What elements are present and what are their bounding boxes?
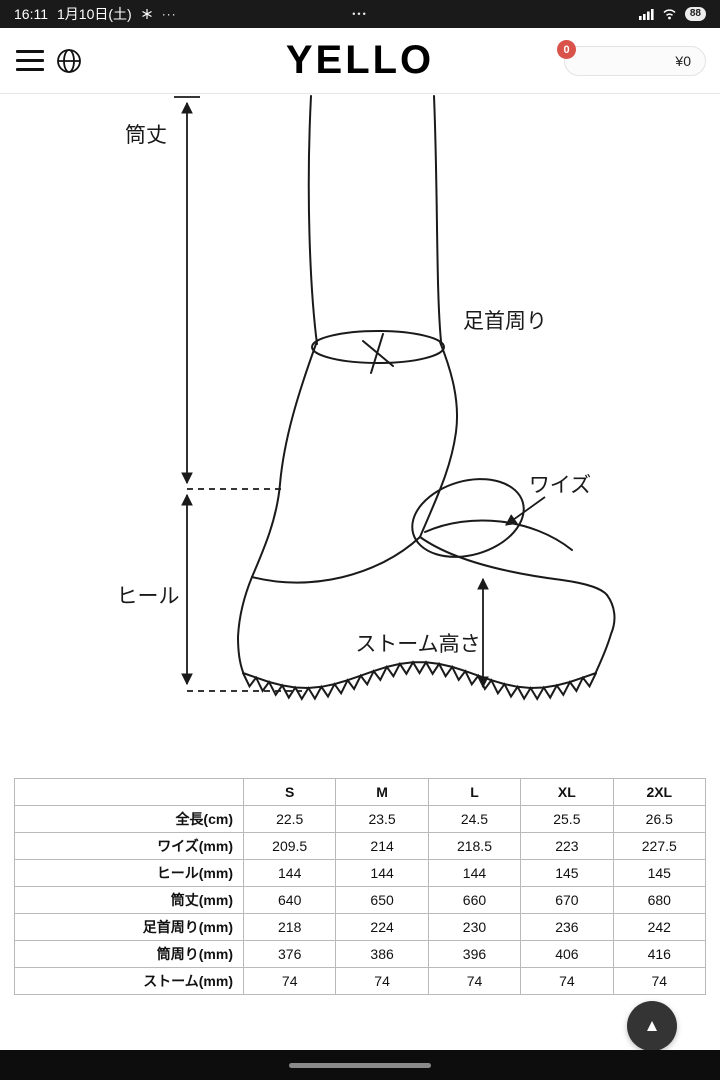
size-value-cell: 218 — [242, 913, 337, 941]
row-label: 筒周り(mm) — [14, 940, 244, 968]
storm-height-label: ストーム高さ — [355, 633, 480, 656]
site-logo[interactable]: YELLO — [285, 38, 435, 82]
size-value-cell: 22.5 — [242, 805, 337, 833]
size-value-cell: 74 — [427, 967, 522, 995]
shaft-height-label: 筒丈 — [125, 124, 167, 147]
cart-widget[interactable]: 0 ¥0 — [557, 40, 706, 76]
platform-left-edge — [236, 576, 253, 673]
size-value-cell: 145 — [612, 859, 707, 887]
size-value-cell: 227.5 — [612, 832, 707, 860]
battery-icon: 88 — [684, 7, 706, 21]
cart-amount: ¥0 — [675, 53, 691, 69]
wifi-icon — [663, 9, 676, 20]
size-column-header: L — [427, 778, 522, 806]
row-label: 全長(cm) — [14, 805, 244, 833]
boot-upper-left-line — [251, 343, 317, 578]
heel-label: ヒール — [117, 585, 180, 608]
size-column-header: 2XL — [612, 778, 707, 806]
width-label: ワイズ — [529, 474, 591, 497]
size-column-header: M — [335, 778, 429, 806]
signal-icon — [638, 9, 654, 20]
size-value-cell: 23.5 — [335, 805, 429, 833]
cart-count-badge: 0 — [557, 40, 576, 59]
leg-left-line — [307, 95, 318, 345]
size-value-cell: 670 — [520, 886, 614, 914]
boot-measurement-diagram: 筒丈 足首周り ワイズ ヒール ストーム高さ — [117, 95, 616, 701]
overflow-dots-icon: ··· — [161, 7, 177, 21]
row-label: ワイズ(mm) — [14, 832, 244, 860]
up-arrow-icon: ▲ — [643, 1016, 661, 1035]
ankle-cross-mark — [362, 333, 394, 374]
system-navigation-bar — [0, 1050, 720, 1080]
size-value-cell: 242 — [612, 913, 707, 941]
size-value-cell: 24.5 — [427, 805, 522, 833]
ankle-ellipse — [311, 330, 445, 364]
size-value-cell: 74 — [520, 967, 614, 995]
boot-upper-right-line — [419, 341, 459, 538]
size-value-cell: 416 — [612, 940, 707, 968]
sole-teeth-path — [242, 660, 597, 701]
size-value-cell: 74 — [612, 967, 707, 995]
notification-flake-icon — [141, 9, 152, 19]
instep-girth-ellipse — [411, 478, 525, 558]
size-value-cell: 223 — [520, 832, 614, 860]
platform-top-left-line — [251, 536, 421, 584]
size-column-header: S — [242, 778, 337, 806]
header: YELLO 0 ¥0 — [0, 28, 720, 94]
toe-seam-line — [424, 519, 573, 551]
row-label: ストーム(mm) — [14, 967, 244, 995]
size-value-cell: 230 — [427, 913, 522, 941]
scroll-to-top-button[interactable]: ▲ — [627, 1001, 677, 1051]
size-value-cell: 144 — [427, 859, 522, 887]
size-column-header: XL — [520, 778, 614, 806]
size-value-cell: 224 — [335, 913, 429, 941]
size-value-cell: 209.5 — [242, 832, 337, 860]
size-value-cell: 650 — [335, 886, 429, 914]
date-label: 1月10日(土) — [57, 6, 132, 22]
menu-button[interactable] — [16, 50, 44, 71]
status-bar: 16:11 1月10日(土) ··· ••• 88 — [0, 0, 720, 28]
sole-base-path — [242, 661, 597, 690]
size-value-cell: 74 — [335, 967, 429, 995]
size-value-cell: 386 — [335, 940, 429, 968]
size-value-cell: 74 — [242, 967, 337, 995]
size-value-cell: 144 — [335, 859, 429, 887]
row-label: 足首周り(mm) — [14, 913, 244, 941]
size-value-cell: 144 — [242, 859, 337, 887]
leg-right-line — [433, 95, 442, 342]
row-label: 筒丈(mm) — [14, 886, 244, 914]
size-value-cell: 406 — [520, 940, 614, 968]
ankle-circumference-label: 足首周り — [463, 310, 547, 333]
language-globe-icon[interactable] — [55, 47, 83, 75]
size-value-cell: 25.5 — [520, 805, 614, 833]
size-value-cell: 218.5 — [427, 832, 522, 860]
size-value-cell: 660 — [427, 886, 522, 914]
size-value-cell: 26.5 — [612, 805, 707, 833]
size-value-cell: 236 — [520, 913, 614, 941]
size-value-cell: 145 — [520, 859, 614, 887]
size-value-cell: 376 — [242, 940, 337, 968]
size-value-cell: 214 — [335, 832, 429, 860]
home-indicator[interactable] — [289, 1062, 431, 1068]
clock: 16:11 — [14, 6, 48, 22]
camera-cutout-dots: ••• — [352, 9, 368, 19]
width-arrow-line — [505, 496, 546, 526]
corner-cell — [14, 778, 244, 806]
platform-top-right-line — [419, 536, 608, 596]
cart-total-pill[interactable]: 0 ¥0 — [557, 40, 706, 76]
size-value-cell: 396 — [427, 940, 522, 968]
row-label: ヒール(mm) — [14, 859, 244, 887]
platform-right-edge — [595, 594, 616, 673]
size-value-cell: 640 — [242, 886, 337, 914]
size-value-cell: 680 — [612, 886, 707, 914]
